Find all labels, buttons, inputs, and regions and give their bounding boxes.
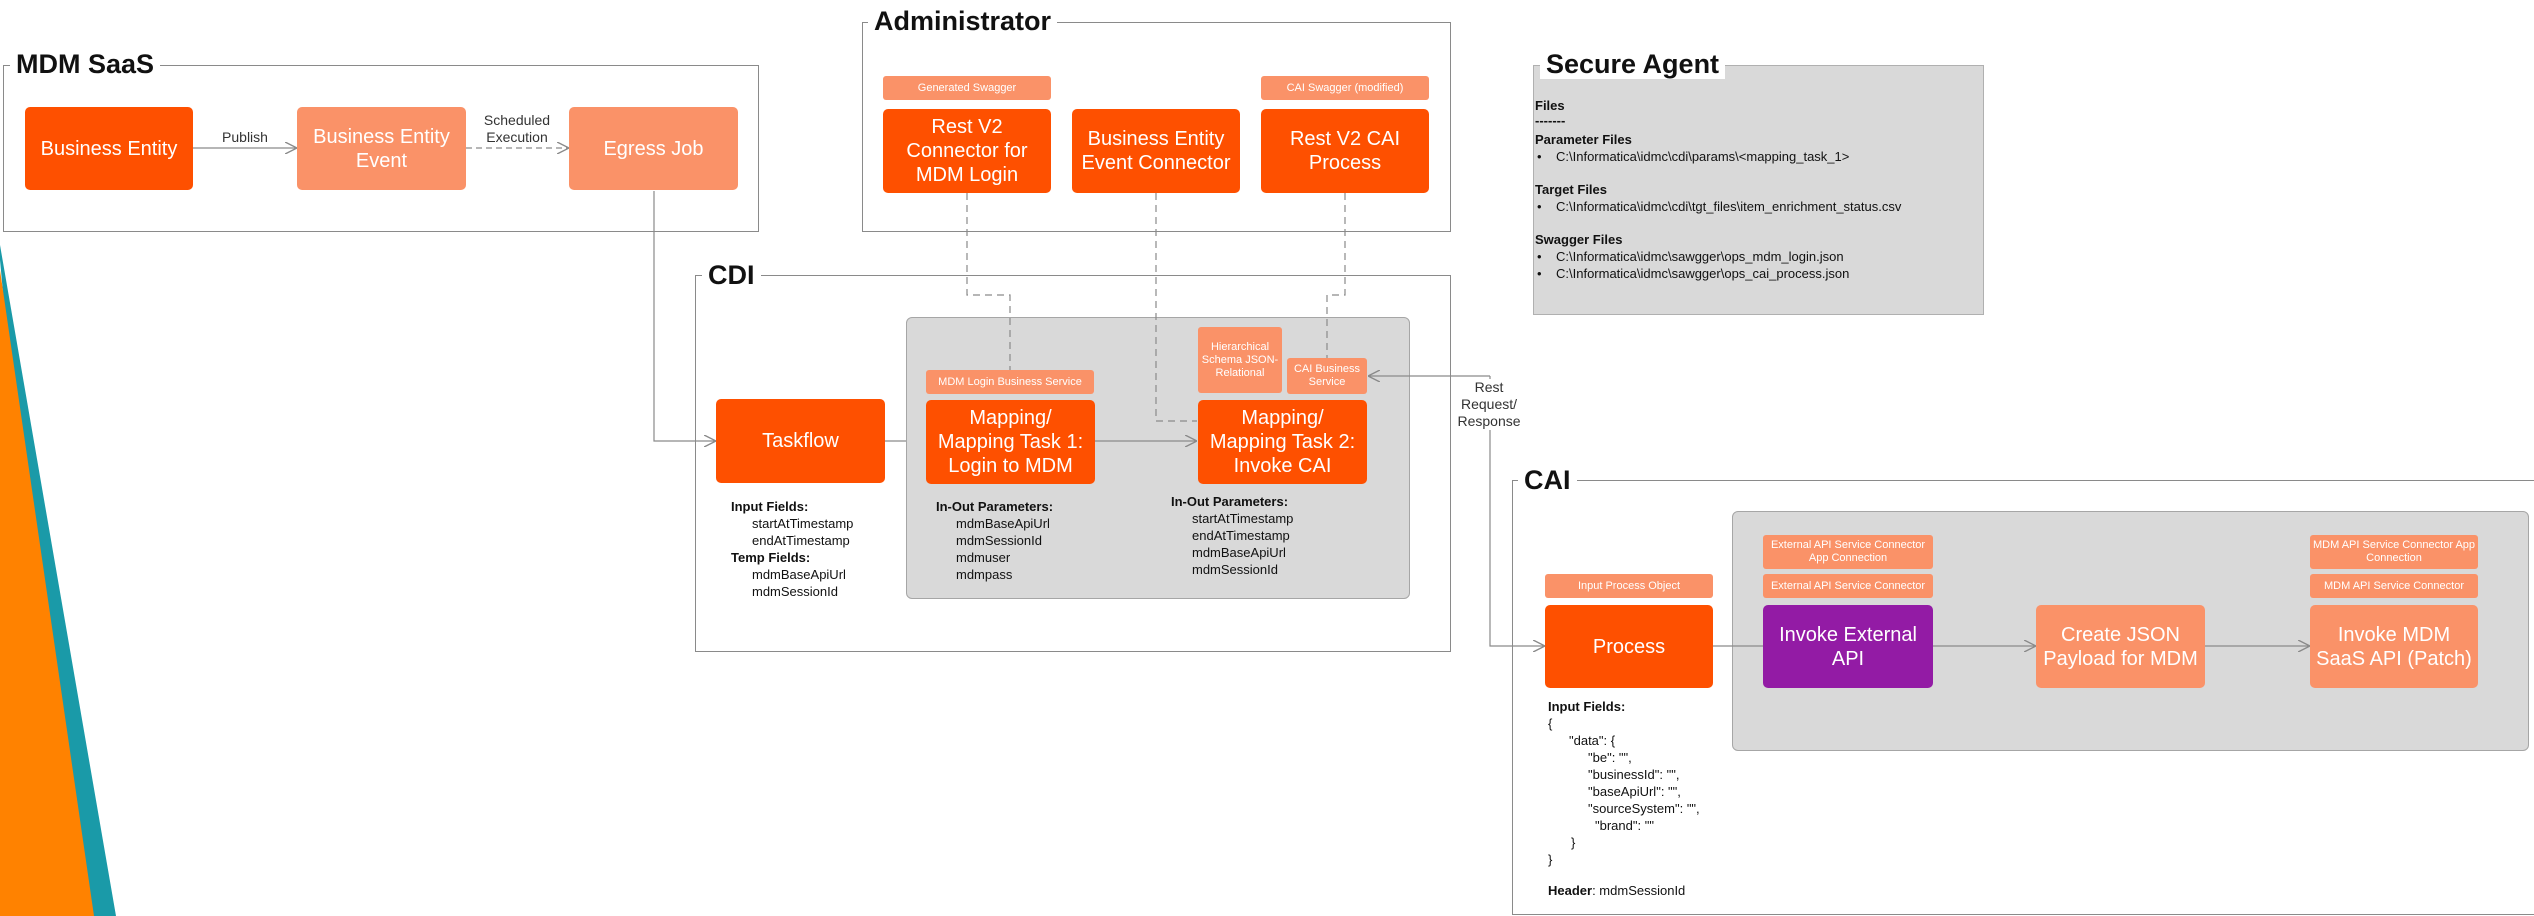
tf-temp-2: mdmSessionId (752, 584, 838, 599)
mdm-saas-region (3, 65, 759, 232)
hierarchical-schema-tag: Hierarchical Schema JSON-Relational (1198, 327, 1282, 393)
ext-api-connector-tag: External API Service Connector (1763, 574, 1933, 598)
rest-request-label: Rest Request/ Response (1452, 379, 1526, 430)
cai-swagger-tag: CAI Swagger (modified) (1261, 76, 1429, 100)
cai-title: CAI (1518, 465, 1577, 495)
sa-swagger-path-1: C:\Informatica\idmc\sawgger\ops_mdm_logi… (1556, 249, 1844, 264)
mapping-task-2-node[interactable]: Mapping/ Mapping Task 2: Invoke CAI (1198, 400, 1367, 484)
m1-param-2: mdmSessionId (956, 533, 1042, 548)
m2-param-3: mdmBaseApiUrl (1192, 545, 1286, 560)
invoke-mdm-api-node[interactable]: Invoke MDM SaaS API (Patch) (2310, 605, 2478, 688)
mapping-task-1-node[interactable]: Mapping/ Mapping Task 1: Login to MDM (926, 400, 1095, 484)
sa-files-heading: Files (1535, 98, 1565, 113)
invoke-external-api-node[interactable]: Invoke External API (1763, 605, 1933, 688)
input-process-object-tag: Input Process Object (1545, 574, 1713, 598)
business-entity-node[interactable]: Business Entity (25, 107, 193, 190)
secure-agent-title: Secure Agent (1540, 49, 1726, 79)
cai-input-fields-label: Input Fields: (1548, 699, 1626, 714)
mdm-login-service-tag: MDM Login Business Service (926, 370, 1094, 394)
tf-temp-1: mdmBaseApiUrl (752, 567, 846, 582)
sa-swagger-bullet-1: • (1537, 249, 1542, 264)
process-node[interactable]: Process (1545, 605, 1713, 688)
taskflow-node[interactable]: Taskflow (716, 399, 885, 483)
sa-dashes: ------- (1535, 113, 1566, 128)
tf-input-1: startAtTimestamp (752, 516, 854, 531)
mdm-api-connector-tag: MDM API Service Connector (2310, 574, 2478, 598)
sa-swagger-bullet-2: • (1537, 266, 1542, 281)
left-accent-shape (0, 245, 116, 916)
mdm-api-app-connection-tag: MDM API Service Connector App Connection (2310, 535, 2478, 569)
m1-param-3: mdmuser (956, 550, 1011, 565)
tf-input-2: endAtTimestamp (752, 533, 850, 548)
json-line-businessid: "businessId": "", (1588, 767, 1680, 782)
administrator-title: Administrator (868, 6, 1058, 36)
m2-param-2: endAtTimestamp (1192, 528, 1290, 543)
json-line-close-inner: } (1571, 835, 1576, 850)
rest-v2-cai-node[interactable]: Rest V2 CAI Process (1261, 109, 1429, 193)
sa-param-path: C:\Informatica\idmc\cdi\params\<mapping_… (1556, 149, 1850, 164)
business-entity-event-node[interactable]: Business Entity Event (297, 107, 466, 190)
m2-param-4: mdmSessionId (1192, 562, 1278, 577)
json-line-close: } (1548, 852, 1553, 867)
m1-param-4: mdmpass (956, 567, 1013, 582)
tf-temp-fields-label: Temp Fields: (731, 550, 811, 565)
sa-swagger-heading: Swagger Files (1535, 232, 1623, 247)
be-event-connector-node[interactable]: Business Entity Event Connector (1072, 109, 1240, 193)
sa-target-path: C:\Informatica\idmc\cdi\tgt_files\item_e… (1556, 199, 1902, 214)
sa-target-heading: Target Files (1535, 182, 1608, 197)
json-line-sourcesystem: "sourceSystem": "", (1588, 801, 1700, 816)
rest-v2-login-node[interactable]: Rest V2 Connector for MDM Login (883, 109, 1051, 193)
m1-param-1: mdmBaseApiUrl (956, 516, 1050, 531)
cai-header-value: : mdmSessionId (1592, 883, 1686, 898)
json-line-data: "data": { (1569, 733, 1616, 748)
sa-target-bullet: • (1537, 199, 1542, 214)
cai-business-service-tag: CAI Business Service (1287, 358, 1367, 394)
m2-params-label: In-Out Parameters: (1171, 494, 1289, 509)
sa-param-heading: Parameter Files (1535, 132, 1632, 147)
cai-header-label: Header (1548, 883, 1593, 898)
scheduled-execution-label: Scheduled Execution (477, 112, 557, 146)
json-line-be: "be": "", (1588, 750, 1632, 765)
cai-header-line: Header: mdmSessionId (1548, 882, 1685, 899)
create-json-payload-node[interactable]: Create JSON Payload for MDM (2036, 605, 2205, 688)
json-line-brand: "brand": "" (1595, 818, 1654, 833)
m2-param-1: startAtTimestamp (1192, 511, 1294, 526)
cai-region (1512, 480, 2534, 915)
sa-param-bullet: • (1537, 149, 1542, 164)
ext-api-app-connection-tag: External API Service Connector App Conne… (1763, 535, 1933, 569)
json-line-open: { (1548, 716, 1553, 731)
tf-input-fields-label: Input Fields: (731, 499, 809, 514)
cdi-region (695, 275, 1451, 652)
secure-agent-region (1533, 65, 1984, 315)
m1-params-label: In-Out Parameters: (936, 499, 1054, 514)
sa-swagger-path-2: C:\Informatica\idmc\sawgger\ops_cai_proc… (1556, 266, 1850, 281)
mdm-saas-title: MDM SaaS (10, 49, 161, 79)
publish-label: Publish (215, 129, 275, 146)
json-line-baseapiurl: "baseApiUrl": "", (1588, 784, 1681, 799)
egress-job-node[interactable]: Egress Job (569, 107, 738, 190)
generated-swagger-tag: Generated Swagger (883, 76, 1051, 100)
cdi-title: CDI (702, 260, 761, 290)
